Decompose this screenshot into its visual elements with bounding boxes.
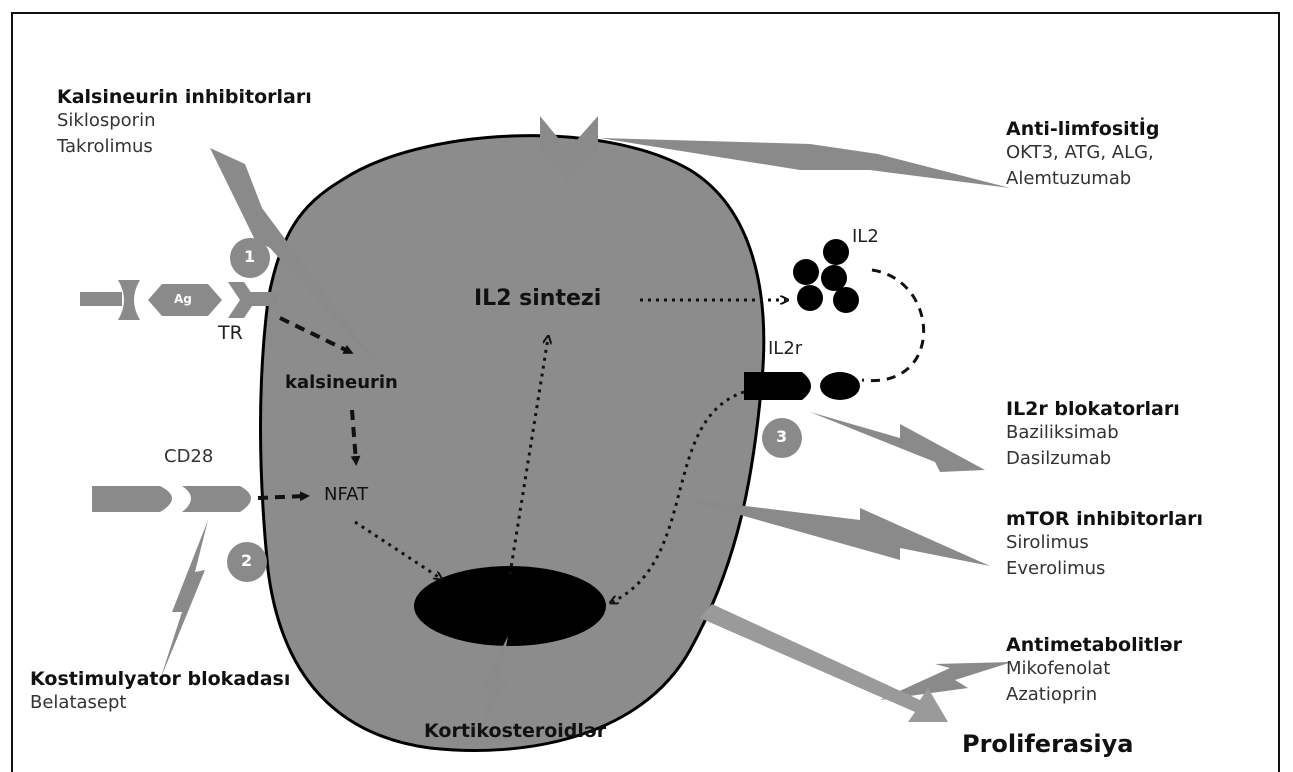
drug-class-title: mTOR inhibitorları [1006,508,1203,530]
nucleus [414,566,606,646]
proliferation-arrow [700,604,948,722]
cd28-to-nfat-arrow [258,496,306,498]
tr-label: TR [218,322,243,344]
drug-item: Sirolimus [1006,530,1203,556]
il2-molecule [823,239,849,265]
il2-molecule [797,285,823,311]
il2-molecule [833,287,859,313]
il2-synthesis-label: IL2 sintezi [474,286,601,311]
drug-item: Belatasept [30,690,290,716]
ag-label: Ag [174,292,192,306]
il2-label: IL2 [852,226,879,247]
drug-item: Alemtuzumab [1006,166,1159,192]
drug-class-title: IL2r blokatorları [1006,398,1180,420]
cd28-receptor [182,486,251,512]
drug-class-antimetabolites: Antimetabolitlər Mikofenolat Azatioprin [1006,634,1182,708]
costimulator-blocker-bolt [160,520,208,680]
drug-item: OKT3, ATG, ALG, [1006,140,1159,166]
drug-class-il2r-blockers: IL2r blokatorları Baziliksimab Dasilzuma… [1006,398,1180,472]
drug-class-costimulation-blockers: Kostimulyator blokadası Belatasept [30,668,290,716]
drug-item: Azatioprin [1006,682,1182,708]
drug-class-title: Kostimulyator blokadası [30,668,290,690]
drug-class-title: Antimetabolitlər [1006,634,1182,656]
il2r-label: IL2r [768,338,802,359]
corticosteroids-label: Kortikosteroidlər [424,720,606,742]
step-2-number: 2 [241,551,252,570]
drug-item: Everolimus [1006,556,1203,582]
il2r-blocker-bolt [810,412,985,472]
il2r-binding-site [820,372,860,400]
drug-class-anti-lymphocyte: Anti-limfositİg OKT3, ATG, ALG, Alemtuzu… [1006,118,1159,192]
calcineurin-label: kalsineurin [285,372,398,393]
tr-stem [248,292,278,306]
il2-feedback-dashed [862,270,924,381]
proliferation-label: Proliferasiya [962,730,1133,758]
drug-item: Baziliksimab [1006,420,1180,446]
step-1-number: 1 [244,247,255,266]
drug-class-title: Kalsineurin inhibitorları [57,86,312,108]
drug-class-mtor-inhibitors: mTOR inhibitorları Sirolimus Everolimus [1006,508,1203,582]
b7-ligand [92,486,172,512]
cd28-label: CD28 [164,446,213,467]
il2-molecule [821,265,847,291]
drug-item: Takrolimus [57,134,312,160]
drug-item: Siklosporin [57,108,312,134]
il2r-receptor [744,372,811,400]
drug-class-calcineurin-inhibitors: Kalsineurin inhibitorları Siklosporin Ta… [57,86,312,160]
drug-item: Dasilzumab [1006,446,1180,472]
nfat-label: NFAT [324,484,368,505]
step-3-number: 3 [776,427,787,446]
mhc-stem [80,292,122,306]
il2-molecule [793,259,819,285]
drug-class-title: Anti-limfositİg [1006,118,1159,140]
t-cell-body [261,136,764,751]
drug-item: Mikofenolat [1006,656,1182,682]
